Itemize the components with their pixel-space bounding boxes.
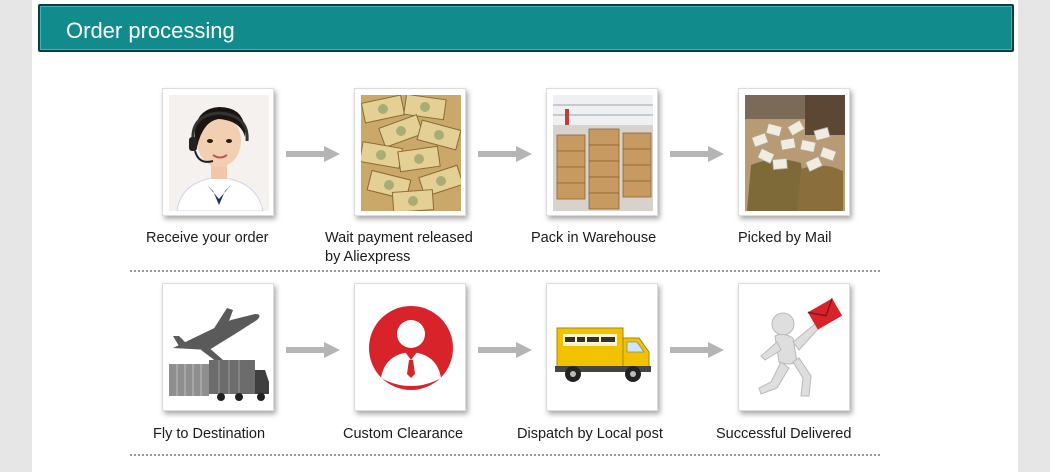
step-label: Picked by Mail bbox=[738, 230, 832, 246]
money-icon bbox=[361, 95, 461, 211]
step-label-line-2: by Aliexpress bbox=[325, 249, 411, 265]
customer-service-icon bbox=[169, 95, 269, 211]
arrow-right-icon bbox=[670, 342, 724, 358]
step-image-frame bbox=[546, 283, 658, 411]
airplane-icon bbox=[169, 290, 269, 406]
step-image-frame bbox=[354, 283, 466, 411]
step-label: Receive your order bbox=[146, 230, 269, 246]
courier-running-icon bbox=[745, 290, 845, 406]
section-title: Order processing bbox=[66, 18, 235, 43]
warehouse-boxes-icon bbox=[553, 95, 653, 211]
delivery-truck-icon bbox=[553, 290, 653, 406]
customs-officer-icon bbox=[361, 290, 461, 406]
step-label: Successful Delivered bbox=[716, 426, 852, 442]
step-wait-payment bbox=[354, 88, 466, 216]
step-image-frame bbox=[162, 283, 274, 411]
row-divider bbox=[130, 270, 880, 272]
step-pack-warehouse bbox=[546, 88, 658, 216]
step-image-frame bbox=[354, 88, 466, 216]
step-label: Wait payment released bbox=[325, 230, 473, 246]
step-receive-order bbox=[162, 88, 274, 216]
step-label: Dispatch by Local post bbox=[517, 426, 663, 442]
step-label: Custom Clearance bbox=[343, 426, 464, 442]
arrow-right-icon bbox=[670, 146, 724, 162]
step-picked-by-mail bbox=[738, 88, 850, 216]
section-header: Order processing bbox=[38, 4, 1014, 52]
arrow-right-icon bbox=[478, 146, 532, 162]
arrow-right-icon bbox=[286, 146, 340, 162]
step-image-frame bbox=[738, 88, 850, 216]
step-successful-delivered bbox=[738, 283, 850, 411]
arrow-right-icon bbox=[478, 342, 532, 358]
mail-sacks-icon bbox=[745, 95, 845, 211]
arrow-right-icon bbox=[286, 342, 340, 358]
step-label: Fly to Destination bbox=[153, 426, 266, 442]
row-divider bbox=[130, 454, 880, 456]
step-image-frame bbox=[162, 88, 274, 216]
step-image-frame bbox=[738, 283, 850, 411]
step-fly-destination bbox=[162, 283, 274, 411]
step-image-frame bbox=[546, 88, 658, 216]
step-custom-clearance bbox=[354, 283, 466, 411]
step-dispatch-local-post bbox=[546, 283, 658, 411]
step-label: Pack in Warehouse bbox=[531, 230, 657, 246]
